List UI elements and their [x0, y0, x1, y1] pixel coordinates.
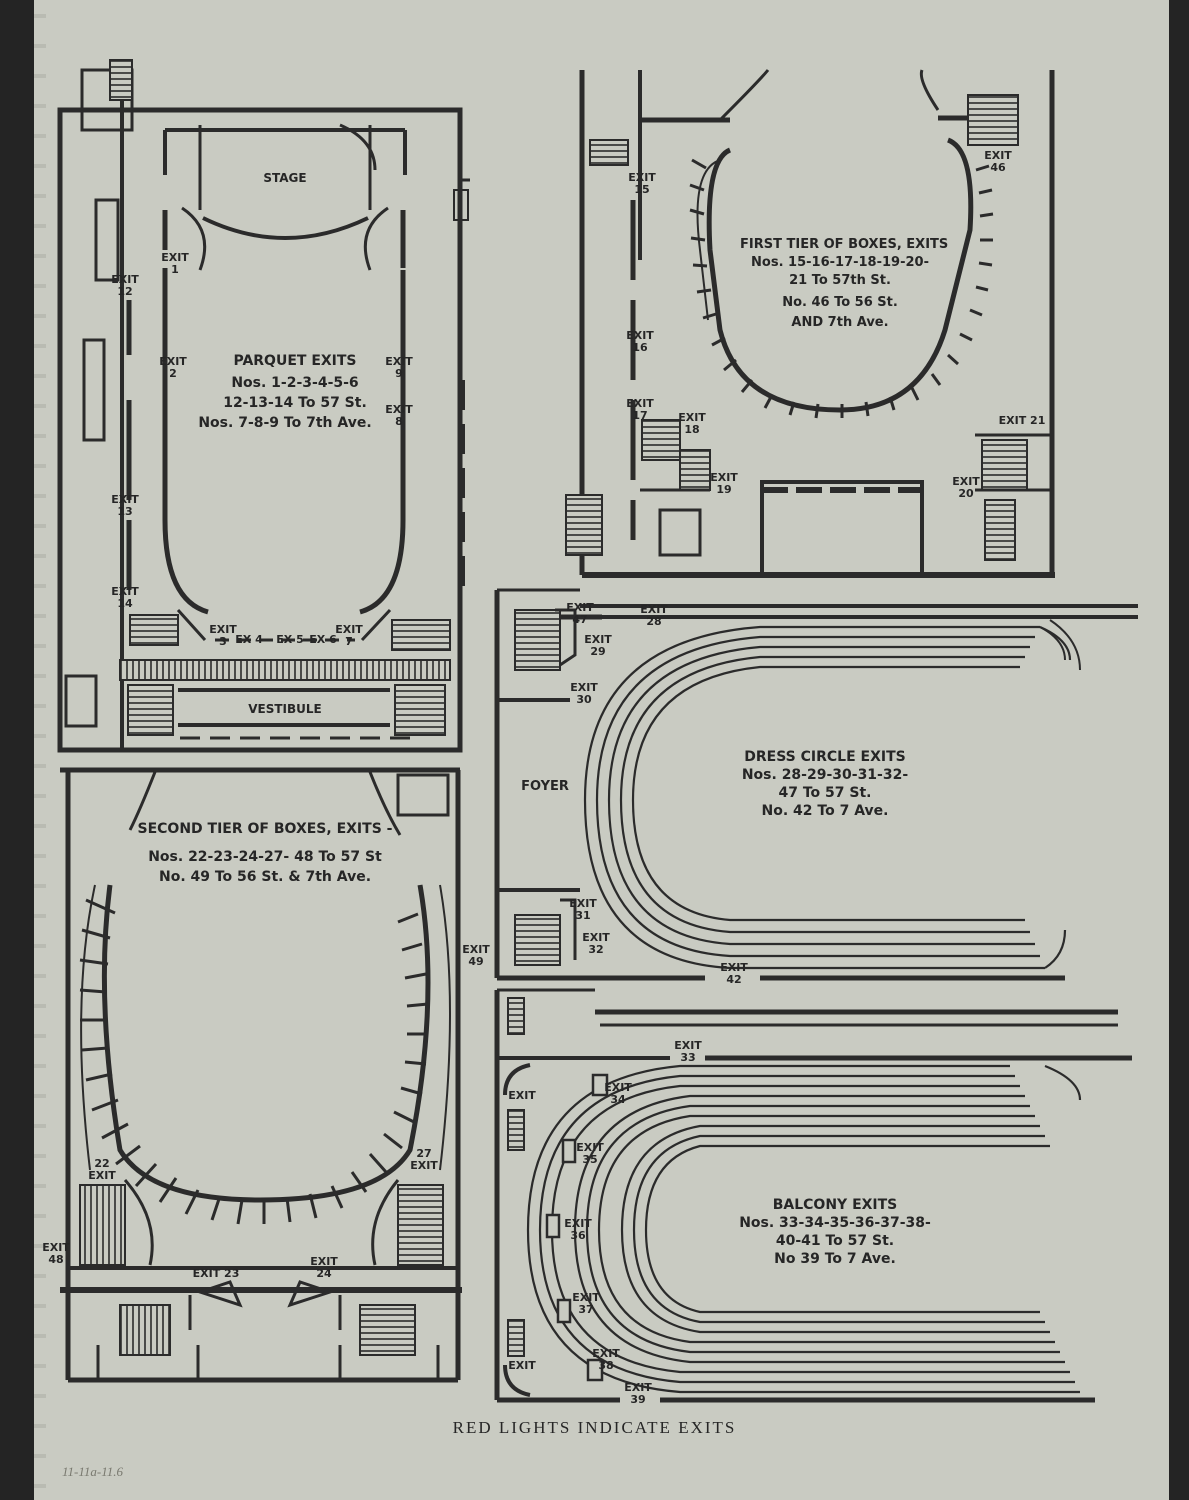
- exit-37-label: EXIT 37: [572, 1291, 600, 1317]
- dress-circle-line3: No. 42 To 7 Ave.: [761, 803, 889, 819]
- balcony-line3: No 39 To 7 Ave.: [774, 1251, 896, 1267]
- parquet-line3: Nos. 7-8-9 To 7th Ave.: [198, 415, 372, 431]
- exit-9-label: EXIT 9: [385, 355, 413, 381]
- foyer-label: FOYER: [521, 779, 569, 794]
- exit-48-label: EXIT 48: [42, 1241, 70, 1267]
- first-tier-line3: No. 46 To 56 St.: [782, 295, 898, 310]
- first-tier-line2: 21 To 57th St.: [789, 273, 891, 288]
- second-tier-plan: [60, 767, 462, 1383]
- exit-17-label: EXIT 17: [626, 397, 654, 423]
- parquet-line1: Nos. 1-2-3-4-5-6: [231, 375, 359, 391]
- parquet-plan: [57, 59, 470, 753]
- balcony-exit-upper-label: EXIT: [508, 1089, 536, 1102]
- dress-circle-heading: DRESS CIRCLE EXITS: [744, 749, 906, 765]
- exit-18-label: EXIT 18: [678, 411, 706, 437]
- parquet-heading: PARQUET EXITS: [233, 353, 357, 369]
- exit-12-label: EXIT 12: [111, 273, 139, 299]
- exit-7-label: EXIT 7: [335, 623, 363, 649]
- exit-39-label: EXIT 39: [624, 1381, 652, 1407]
- exit-31-label: EXIT 31: [569, 897, 597, 923]
- exit-27-label: 27 EXIT: [410, 1147, 438, 1173]
- exit-33-label: EXIT 33: [674, 1039, 702, 1065]
- exit-13-label: EXIT 13: [111, 493, 139, 519]
- exit-21-label: EXIT 21: [998, 414, 1046, 427]
- exit-16-label: EXIT 16: [626, 329, 654, 355]
- second-tier-line2: No. 49 To 56 St. & 7th Ave.: [158, 869, 372, 885]
- balcony-heading: BALCONY EXITS: [772, 1197, 898, 1213]
- exit-47-label: EXIT 47: [566, 601, 594, 627]
- first-tier-heading: FIRST TIER OF BOXES, EXITS: [740, 237, 949, 252]
- balcony-exit-lower-label: EXIT: [508, 1359, 536, 1372]
- balcony-plan: [494, 988, 1132, 1403]
- exit-24-label: EXIT 24: [310, 1255, 338, 1281]
- exit-36-label: EXIT 36: [564, 1217, 592, 1243]
- exit-49-label: EXIT 49: [462, 943, 490, 969]
- exit-42-label: EXIT 42: [720, 961, 748, 987]
- exit-15-label: EXIT 15: [628, 171, 656, 197]
- parquet-line2: 12-13-14 To 57 St.: [223, 395, 367, 411]
- second-tier-line1: Nos. 22-23-24-27- 48 To 57 St: [148, 849, 382, 865]
- exit-35-label: EXIT 35: [576, 1141, 604, 1167]
- exit-6-label: EX 6: [309, 633, 337, 646]
- exit-29-label: EXIT 29: [584, 633, 612, 659]
- second-tier-heading: SECOND TIER OF BOXES, EXITS -: [137, 821, 393, 837]
- first-tier-line4: AND 7th Ave.: [791, 315, 889, 330]
- first-tier-line1: Nos. 15-16-17-18-19-20-: [751, 255, 929, 270]
- exit-22-label: 22 EXIT: [88, 1157, 116, 1183]
- exit-23-label: EXIT 23: [192, 1267, 240, 1280]
- dress-circle-line1: Nos. 28-29-30-31-32-: [741, 767, 909, 783]
- exit-5-label: EX 5: [276, 633, 304, 646]
- exit-14-label: EXIT 14: [111, 585, 139, 611]
- dress-circle-plan: [494, 588, 1138, 981]
- exit-3-label: EXIT 3: [209, 623, 237, 649]
- vestibule-label: VESTIBULE: [248, 702, 322, 716]
- exit-30-label: EXIT 30: [570, 681, 598, 707]
- exit-28-label: EXIT 28: [640, 603, 668, 629]
- page-title: RED LIGHTS INDICATE EXITS: [452, 1418, 737, 1437]
- exit-2-label: EXIT 2: [159, 355, 187, 381]
- exit-34-label: EXIT 34: [604, 1081, 632, 1107]
- exit-38-label: EXIT 38: [592, 1347, 620, 1373]
- exit-19-label: EXIT 19: [710, 471, 738, 497]
- dress-circle-line2: 47 To 57 St.: [778, 785, 872, 801]
- exit-20-label: EXIT 20: [952, 475, 980, 501]
- exit-8-label: EXIT 8: [385, 403, 413, 429]
- pencil-annotation: 11-11a-11.6: [62, 1464, 124, 1479]
- exit-32-label: EXIT 32: [582, 931, 610, 957]
- exit-46-label: EXIT 46: [984, 149, 1012, 175]
- exit-4-label: EX 4: [235, 633, 263, 646]
- balcony-line1: Nos. 33-34-35-36-37-38-: [739, 1215, 931, 1231]
- balcony-line2: 40-41 To 57 St.: [775, 1233, 895, 1249]
- first-tier-plan: [565, 69, 1055, 578]
- exit-1-label: EXIT 1: [161, 251, 189, 277]
- stage-label: STAGE: [263, 171, 307, 185]
